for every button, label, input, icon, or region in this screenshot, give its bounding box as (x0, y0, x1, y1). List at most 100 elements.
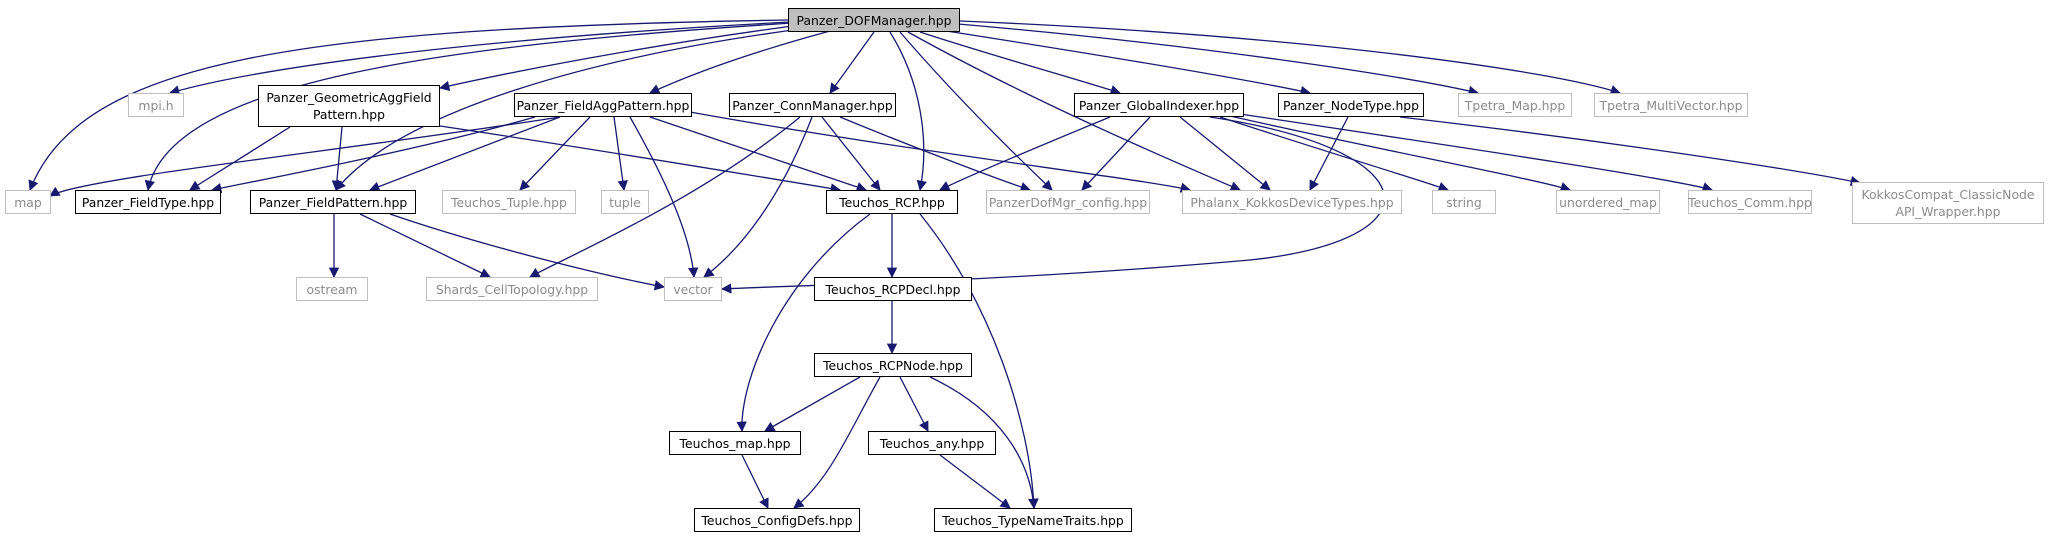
node-panzer-nodetype[interactable]: Panzer_NodeType.hpp (1278, 93, 1424, 117)
edge-root-conn (829, 31, 875, 94)
edge-nt-kokkos (1399, 116, 1862, 187)
node-label: mpi.h (138, 97, 174, 113)
edge-geom-rcp (439, 125, 842, 194)
edge-gi-string (1219, 116, 1449, 192)
node-teuchos-rcp[interactable]: Teuchos_RCP.hpp (826, 190, 958, 214)
edge-root-mpi (169, 21, 791, 96)
node-ostream: ostream (296, 277, 368, 301)
edge-geom-fieldpattern (331, 126, 343, 192)
node-panzerdofmgr-config: PanzerDofMgr_config.hpp (986, 190, 1150, 214)
node-tpetra-multivector: Tpetra_MultiVector.hpp (1594, 93, 1748, 117)
edge-tmap-configdefs (741, 454, 769, 509)
edge-conn-vector (703, 116, 813, 278)
node-label: Teuchos_Comm.hpp (1688, 194, 1812, 210)
edge-root-dofcfg (899, 31, 1053, 191)
node-label: Panzer_DOFManager.hpp (796, 12, 952, 28)
node-label: map (14, 194, 42, 210)
node-tuple: tuple (601, 190, 649, 214)
node-label: Panzer_ConnManager.hpp (732, 97, 893, 113)
edge-tany-typename (939, 454, 1011, 509)
edge-rcpnode-configdefs (793, 376, 881, 509)
edge-gi-rcp (939, 116, 1111, 191)
edge-root-nodetype (939, 29, 1312, 97)
node-label: Teuchos_Tuple.hpp (451, 194, 567, 210)
node-teuchos-rcpnode[interactable]: Teuchos_RCPNode.hpp (814, 353, 972, 377)
node-map: map (5, 190, 51, 214)
edge-conn-rcp (821, 116, 881, 191)
node-label: Teuchos_RCPDecl.hpp (825, 281, 961, 297)
node-teuchos-typenametraits[interactable]: Teuchos_TypeNameTraits.hpp (934, 508, 1132, 532)
edge-conn-dofcfg (839, 116, 1031, 192)
edge-gi-phalanx (1179, 116, 1271, 191)
node-label: Teuchos_any.hpp (879, 435, 985, 451)
edge-fa-tuplehpp (519, 116, 591, 191)
node-panzer-dofmanager[interactable]: Panzer_DOFManager.hpp (788, 8, 960, 32)
node-panzer-globalindexer[interactable]: Panzer_GlobalIndexer.hpp (1074, 93, 1244, 117)
edge-root-rcp (889, 31, 927, 192)
node-label: Tpetra_Map.hpp (1464, 97, 1566, 113)
node-label: tuple (609, 194, 641, 210)
node-label: Teuchos_map.hpp (679, 435, 791, 451)
node-label-line1: Panzer_GeometricAggField (266, 90, 432, 105)
edge-rcp-typename (919, 213, 1039, 510)
node-label-line1: KokkosCompat_ClassicNode (1861, 187, 2035, 202)
node-label: Panzer_NodeType.hpp (1282, 97, 1420, 113)
node-label-line2: API_Wrapper.hpp (1895, 204, 2001, 219)
edge-gi-comm (1239, 113, 1713, 193)
edge-rcp-tmap (736, 213, 871, 433)
node-label: Tpetra_MultiVector.hpp (1599, 97, 1743, 113)
node-vector: vector (664, 277, 722, 301)
edge-fp-shards (359, 213, 491, 278)
edge-fa-fieldpattern (369, 116, 561, 192)
edge-nt-phalanx (1309, 116, 1349, 191)
node-panzer-fieldtype[interactable]: Panzer_FieldType.hpp (75, 190, 221, 214)
edge-fa-map (49, 116, 561, 197)
node-label: Panzer_FieldAggPattern.hpp (516, 97, 690, 113)
node-teuchos-configdefs[interactable]: Teuchos_ConfigDefs.hpp (694, 508, 860, 532)
edge-root-fieldtype (144, 22, 793, 192)
node-unordered-map: unordered_map (1556, 190, 1660, 214)
node-label: Shards_CellTopology.hpp (435, 281, 589, 297)
node-shards-celltopology: Shards_CellTopology.hpp (426, 277, 598, 301)
node-label: unordered_map (1559, 194, 1657, 210)
node-panzer-geometricaggfieldpattern[interactable]: Panzer_GeometricAggField Pattern.hpp (258, 85, 440, 127)
node-panzer-fieldaggpattern[interactable]: Panzer_FieldAggPattern.hpp (514, 93, 692, 117)
node-panzer-fieldpattern[interactable]: Panzer_FieldPattern.hpp (250, 190, 416, 214)
node-panzer-connmanager[interactable]: Panzer_ConnManager.hpp (729, 93, 896, 117)
node-label: Teuchos_TypeNameTraits.hpp (942, 512, 1124, 528)
edge-fp-vector (389, 213, 666, 291)
edge-root-tpetramap (957, 23, 1480, 96)
node-teuchos-map[interactable]: Teuchos_map.hpp (669, 431, 801, 455)
edge-fa-tuple (613, 116, 628, 192)
edge-rcpnode-tany (899, 376, 929, 432)
edge-root-geom (438, 24, 801, 92)
node-label: vector (673, 281, 713, 297)
node-label: Teuchos_RCPNode.hpp (823, 357, 963, 373)
node-label-line2: Pattern.hpp (312, 107, 386, 122)
node-mpi-h: mpi.h (128, 93, 184, 117)
node-label: Panzer_GlobalIndexer.hpp (1078, 97, 1240, 113)
node-label: PanzerDofMgr_config.hpp (988, 194, 1148, 210)
node-phalanx-kokkosdevicetypes: Phalanx_KokkosDeviceTypes.hpp (1182, 190, 1402, 214)
edge-root-phalanx (907, 31, 1241, 192)
node-label: Panzer_FieldType.hpp (81, 194, 215, 210)
node-teuchos-rcpdecl[interactable]: Teuchos_RCPDecl.hpp (814, 277, 972, 301)
node-kokkoscompat-classicnode-api-wrapper: KokkosCompat_ClassicNode API_Wrapper.hpp (1852, 182, 2044, 224)
edge-rcpnode-typename (929, 376, 1039, 510)
node-label: Panzer_FieldPattern.hpp (258, 194, 408, 210)
edge-fa-vector (629, 116, 699, 279)
edge-conn-shards (529, 116, 801, 278)
node-label: Teuchos_ConfigDefs.hpp (701, 512, 853, 528)
edge-root-fieldpattern (335, 27, 809, 191)
node-tpetra-map: Tpetra_Map.hpp (1458, 93, 1572, 117)
node-label: Phalanx_KokkosDeviceTypes.hpp (1190, 194, 1394, 210)
node-teuchos-comm: Teuchos_Comm.hpp (1688, 190, 1812, 214)
node-label: Teuchos_RCP.hpp (839, 194, 945, 210)
node-teuchos-any[interactable]: Teuchos_any.hpp (868, 431, 996, 455)
node-label: string (1446, 194, 1482, 210)
edge-gi-umap (1229, 115, 1571, 192)
edge-root-globalidx (919, 31, 1121, 96)
node-string: string (1432, 190, 1496, 214)
edge-fa-phalanx (689, 111, 1192, 193)
